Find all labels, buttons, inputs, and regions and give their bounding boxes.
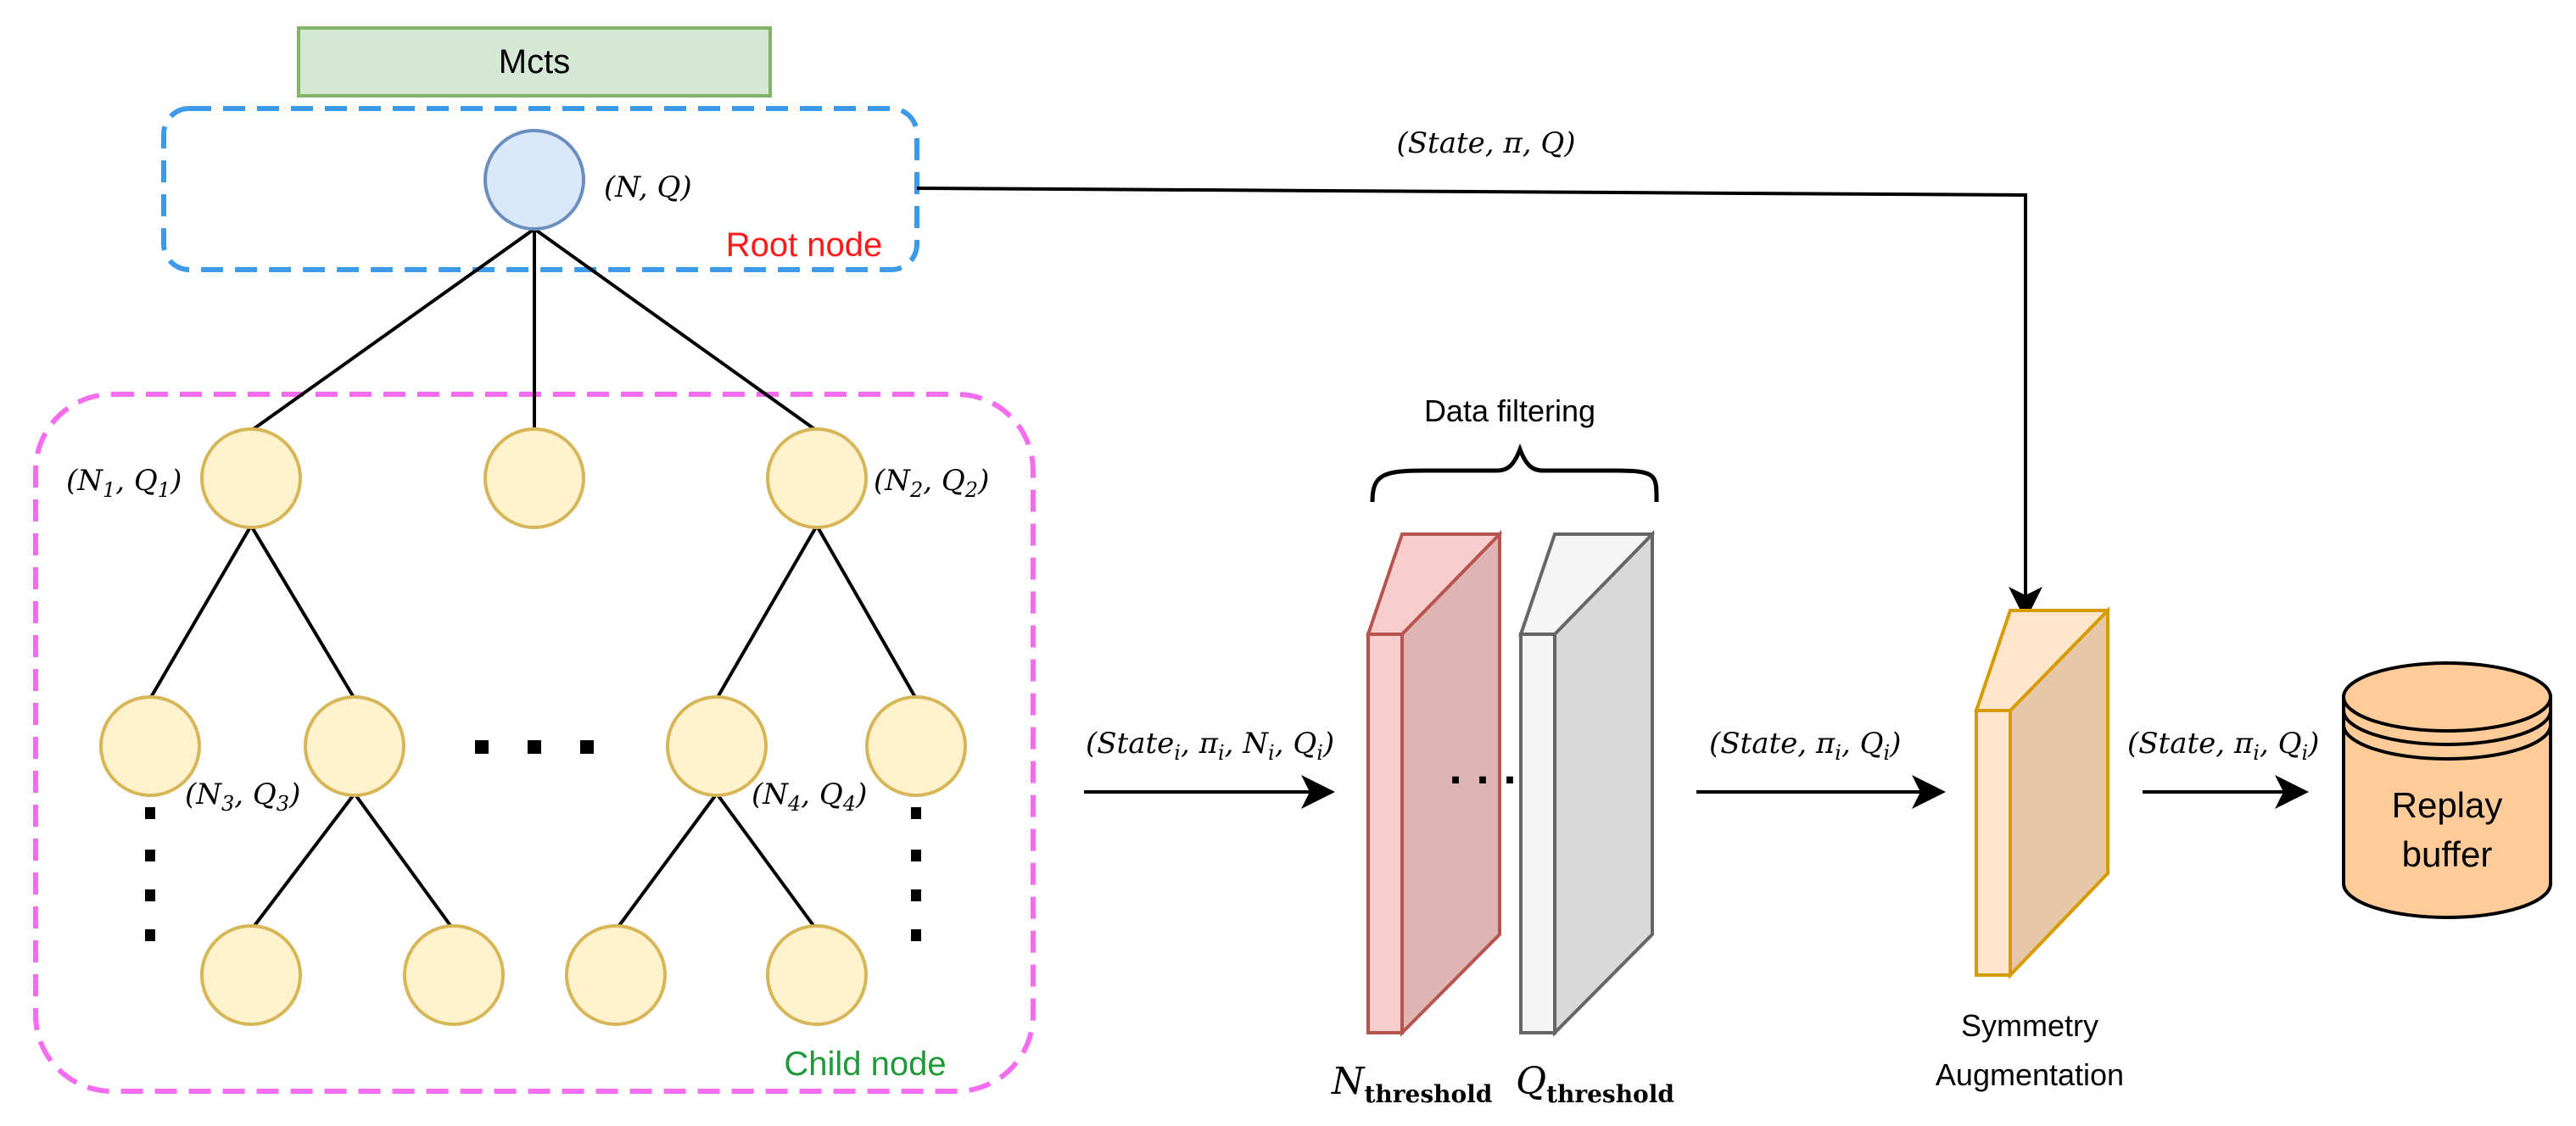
edge-n4-a xyxy=(614,792,718,932)
tree-node-l3-d xyxy=(766,924,868,1026)
augmentation-to-buffer-arrow: (State, πi, Qi) xyxy=(2127,727,2319,809)
symmetry-augmentation: Symmetry Augmentation xyxy=(1936,606,2124,1092)
root-node-tuple: (N, Q) xyxy=(604,170,692,204)
filter-input-label: (Statei, πi, Ni, Qi) xyxy=(1086,727,1334,765)
tree-node-mid xyxy=(483,427,585,529)
q-threshold-label: Qthreshold xyxy=(1516,1060,1674,1108)
buffer-input-label: (State, πi, Qi) xyxy=(2127,727,2319,765)
edge-root-right xyxy=(533,227,819,432)
filter-ellipsis: · · · xyxy=(1449,759,1517,802)
edge-n1-b xyxy=(249,524,356,700)
tree-ellipsis-dots xyxy=(145,740,921,941)
n-threshold-label: Nthreshold xyxy=(1331,1060,1492,1108)
child-nodes xyxy=(99,427,967,1026)
top-arrow-label: (State, π, Q) xyxy=(1397,126,1576,160)
replay-buffer-line1: Replay xyxy=(2392,785,2503,825)
edge-n2-a xyxy=(715,524,819,700)
q-threshold-filter xyxy=(1518,530,1655,1037)
symmetry-label-line2: Augmentation xyxy=(1936,1057,2124,1092)
node-label-n3q3: (N3, Q3) xyxy=(185,778,300,816)
tree-node-l3-b xyxy=(403,924,505,1026)
edge-n2-b xyxy=(815,525,918,700)
tree-node-l2-a xyxy=(99,695,201,797)
tree-node-l2-d xyxy=(865,695,967,797)
tree-to-filter-arrow: (Statei, πi, Ni, Qi) xyxy=(1084,727,1335,809)
edge-n1-a xyxy=(148,524,253,700)
replay-buffer: Replay buffer xyxy=(2342,661,2552,919)
tree-node-l3-a xyxy=(200,924,302,1026)
node-label-n2q2: (N2, Q2) xyxy=(874,464,989,502)
data-filtering-brace xyxy=(1370,443,1659,503)
mcts-header-label: Mcts xyxy=(499,43,570,81)
child-region-label: Child node xyxy=(784,1045,946,1083)
tree-node-l3-c xyxy=(565,924,667,1026)
data-filtering-title: Data filtering xyxy=(1424,393,1595,428)
node-label-n4q4: (N4, Q4) xyxy=(752,778,867,816)
tree-edges xyxy=(148,227,918,932)
tree-node-n1 xyxy=(200,427,302,529)
root-region-label: Root node xyxy=(726,226,883,264)
augment-input-label: (State, πi, Qi) xyxy=(1709,727,1901,765)
filter-to-augmentation-arrow: (State, πi, Qi) xyxy=(1696,727,1946,809)
node-label-n1q1: (N1, Q1) xyxy=(66,464,182,502)
edge-n3-b xyxy=(353,792,455,932)
symmetry-label-line1: Symmetry xyxy=(1961,1008,2098,1043)
data-filtering: Data filtering · · · Nthreshold Qthresho… xyxy=(1331,393,1674,1108)
tree-node-n3 xyxy=(304,695,405,797)
mcts-header-box xyxy=(297,26,772,98)
tree-node-n4 xyxy=(666,695,768,797)
edge-n3-a xyxy=(249,792,356,932)
replay-buffer-line2: buffer xyxy=(2402,834,2493,874)
tree-node-n2 xyxy=(766,427,868,529)
root-to-augmentation-connector xyxy=(916,187,2042,621)
n-threshold-filter xyxy=(1366,530,1502,1037)
mcts-header: Mcts xyxy=(297,26,772,98)
root-to-augmentation-path: (State, π, Q) xyxy=(916,126,2042,621)
root-node xyxy=(483,129,585,231)
edge-root-left xyxy=(249,227,536,432)
edge-n4-b xyxy=(715,792,819,932)
